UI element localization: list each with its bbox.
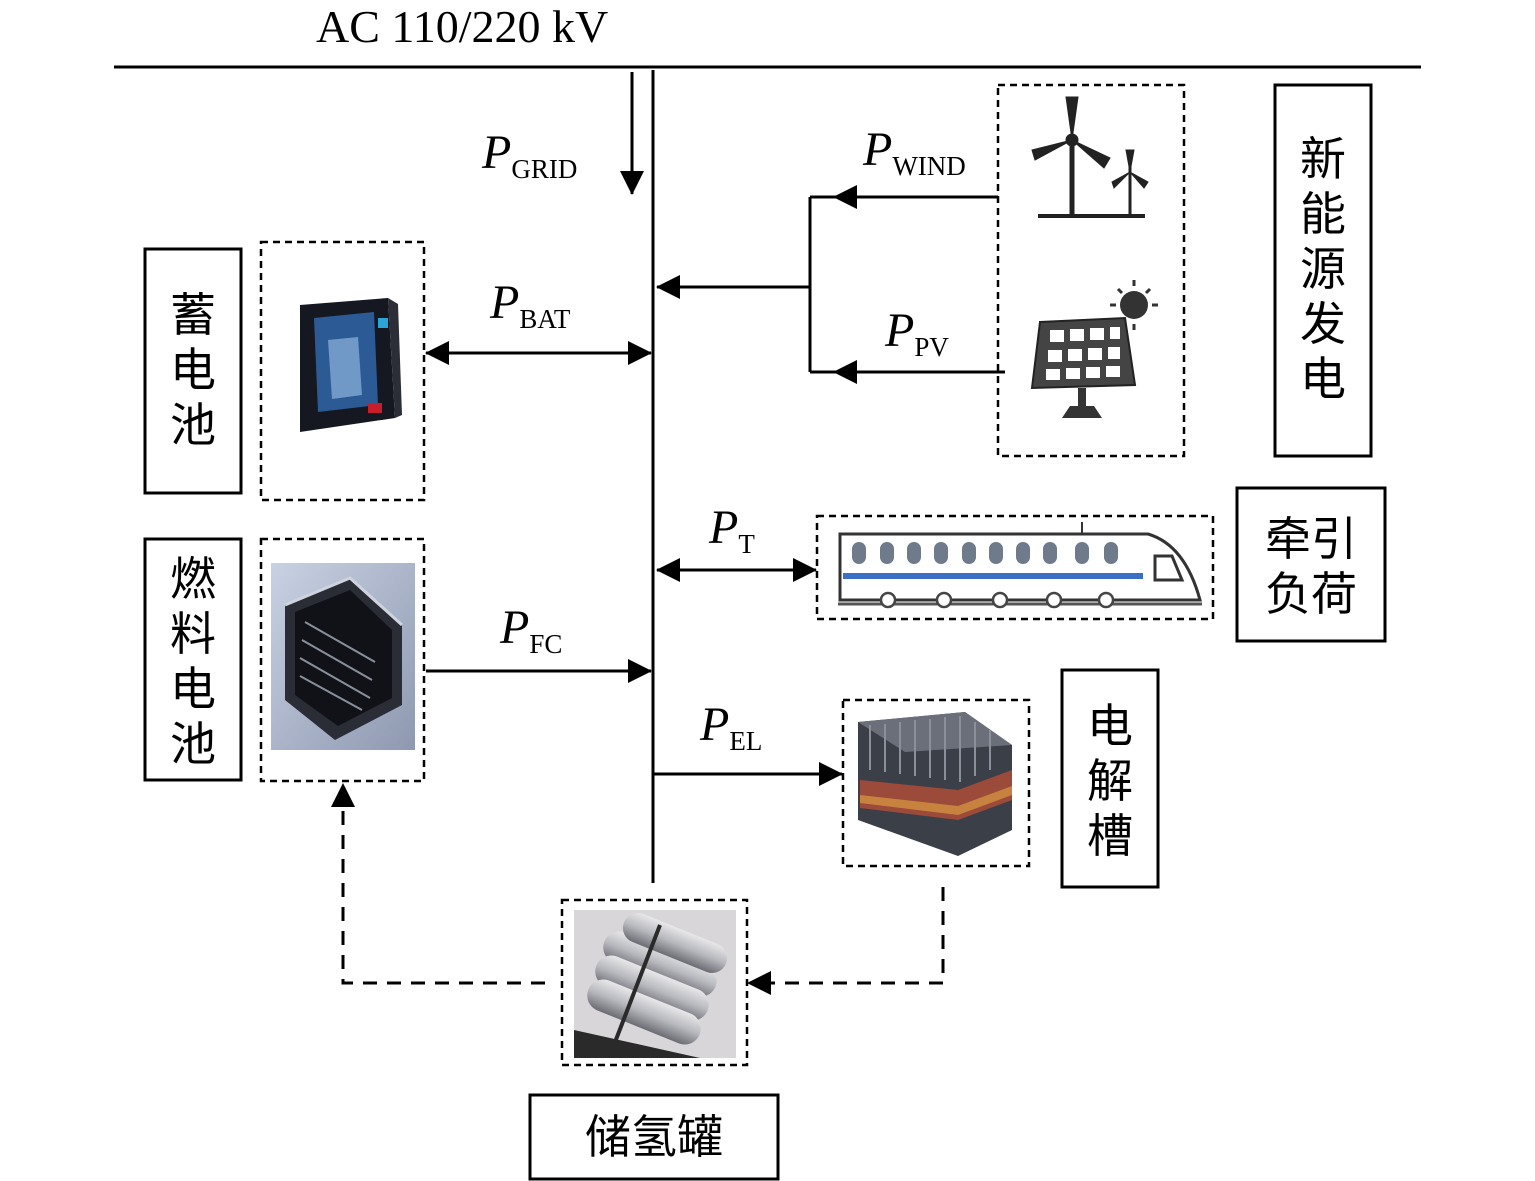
p-el-label: PEL [699,698,762,756]
electrolyzer-image-frame [841,698,1031,868]
traction-label-line1: 牵引 [1265,512,1357,566]
electrolyzer-label: 电 解 槽 [1087,699,1133,863]
svg-text:能: 能 [1300,187,1346,241]
p-wind-label: PWIND [862,123,966,181]
svg-text:池: 池 [170,398,216,452]
svg-text:电: 电 [170,662,216,716]
h2-tank-label-box [528,1093,780,1181]
electrolyzer-icon [858,712,1012,856]
renewable-label: 新 能 源 发 电 [1300,132,1346,406]
renewable-image-frame [996,83,1186,458]
h2-tank-icon [574,910,736,1058]
battery-image-frame [259,240,426,502]
svg-text:电: 电 [170,343,216,397]
svg-text:解: 解 [1087,754,1133,808]
svg-text:新: 新 [1300,132,1346,186]
svg-text:电: 电 [1300,352,1346,406]
svg-text:发: 发 [1300,297,1346,351]
svg-text:槽: 槽 [1087,809,1133,863]
train-icon [838,522,1202,609]
h2-tank-image-frame [560,898,749,1067]
tank-to-fuel-cell-arrowhead [331,783,355,807]
battery-label-box [143,247,243,495]
solar-panel-icon [1030,280,1158,418]
svg-text:燃: 燃 [170,552,216,606]
electrolyzer-to-tank-h2-line [770,887,945,985]
p-grid-label: PGRID [481,126,577,184]
electrolyzer-to-tank-arrowhead [747,971,771,995]
wind-turbine-icon [1031,96,1149,218]
svg-text:池: 池 [170,717,216,771]
renewable-label-box [1273,83,1373,458]
fuel-cell-label: 燃 料 电 池 [170,552,216,771]
h2-tank-label: 储氢罐 [585,1110,723,1164]
bus-label: AC 110/220 kV [316,1,608,52]
electrolyzer-label-box [1060,668,1160,889]
svg-text:料: 料 [170,607,216,661]
train-image-frame [815,514,1215,621]
fuel-cell-icon [271,563,415,750]
fuel-cell-label-box [143,537,243,782]
svg-text:源: 源 [1300,242,1346,296]
svg-text:电: 电 [1087,699,1133,753]
battery-label: 蓄 电 池 [170,288,216,452]
p-fc-label: PFC [499,601,562,659]
p-bat-label: PBAT [489,276,571,334]
p-t-label: PT [708,501,755,559]
svg-text:蓄: 蓄 [170,288,216,342]
tank-to-fuel-cell-h2-line [341,806,545,985]
traction-label-line2: 负荷 [1265,567,1357,621]
battery-icon [300,298,402,432]
p-pv-label: PPV [884,304,949,362]
fuel-cell-image-frame [259,537,426,783]
traction-label-box [1235,486,1387,643]
